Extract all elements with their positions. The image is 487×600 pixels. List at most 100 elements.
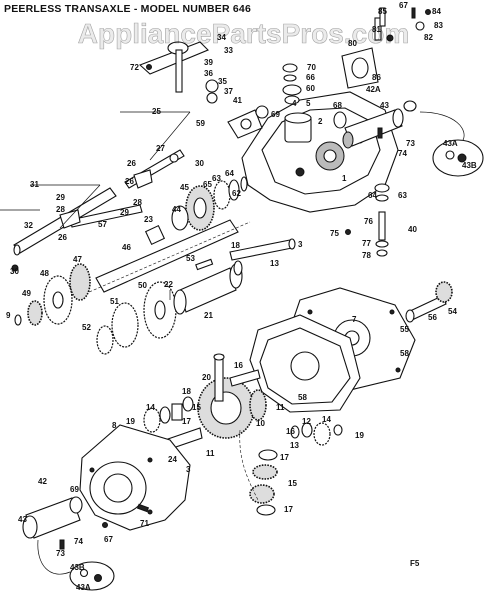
callout-44: 44 <box>172 205 181 214</box>
gear-49 <box>27 300 43 326</box>
callout-36: 36 <box>204 69 213 78</box>
callout-8: 8 <box>112 421 117 430</box>
callout-50: 50 <box>138 281 147 290</box>
callout-58b: 58 <box>298 393 307 402</box>
callout-67b: 67 <box>104 535 113 544</box>
callout-48: 48 <box>40 269 49 278</box>
callout-11b: 11 <box>206 449 215 458</box>
callout-18b: 18 <box>182 387 191 396</box>
callout-34: 34 <box>217 33 226 42</box>
callout-19b: 19 <box>355 431 364 440</box>
pin-set-top <box>379 7 431 31</box>
bushing-23 <box>144 224 166 246</box>
callout-62: 62 <box>232 189 241 198</box>
callout-73b: 73 <box>56 549 65 558</box>
callout-43B-top: 43B <box>462 161 477 170</box>
gear-50 <box>143 281 177 339</box>
plug-washer-stack <box>282 63 302 105</box>
callout-18: 18 <box>231 241 240 250</box>
callout-84: 84 <box>432 7 441 16</box>
callout-13: 13 <box>270 259 279 268</box>
callout-45: 45 <box>180 183 189 192</box>
callout-26: 26 <box>127 159 136 168</box>
callout-27: 27 <box>156 144 165 153</box>
callout-16: 16 <box>234 361 243 370</box>
callout-85: 85 <box>378 7 387 16</box>
shift-arm-assembly <box>138 41 219 104</box>
callout-74: 74 <box>398 149 407 158</box>
gear-47 <box>69 263 91 301</box>
callout-43A-bot: 43A <box>76 583 91 592</box>
leader-lines <box>0 111 191 300</box>
callout-14b: 14 <box>322 415 331 424</box>
callout-17: 17 <box>182 417 191 426</box>
bracket-plate <box>227 105 269 139</box>
callout-42: 42 <box>38 477 47 486</box>
shift-rod-assembly <box>11 149 185 272</box>
callout-20: 20 <box>202 373 211 382</box>
callout-82: 82 <box>424 33 433 42</box>
callout-47: 47 <box>73 255 82 264</box>
callout-63: 63 <box>212 174 221 183</box>
callout-17c: 17 <box>284 505 293 514</box>
callout-42A: 42A <box>366 85 381 94</box>
key-53 <box>195 258 214 271</box>
callout-labels: 85 67 84 83 82 34 33 72 39 36 35 37 59 4… <box>6 1 477 592</box>
callout-71: 71 <box>140 519 149 528</box>
callout-9: 9 <box>6 311 11 320</box>
callout-43: 43 <box>380 101 389 110</box>
callout-81: 81 <box>372 25 381 34</box>
callout-49: 49 <box>22 289 31 298</box>
callout-78: 78 <box>362 251 371 260</box>
callout-43B-bot: 43B <box>70 563 85 572</box>
callout-86: 86 <box>372 73 381 82</box>
splined-shaft <box>79 219 251 297</box>
washer-9 <box>14 314 22 326</box>
callout-43A-top: 43A <box>443 139 458 148</box>
output-shaft-right <box>405 281 453 323</box>
callout-37: 37 <box>224 87 233 96</box>
callout-21: 21 <box>204 311 213 320</box>
callout-25: 25 <box>152 107 161 116</box>
callout-14: 14 <box>146 403 155 412</box>
shaft-16-20 <box>213 353 261 402</box>
callout-74b: 74 <box>74 537 83 546</box>
callout-1: 1 <box>342 174 347 183</box>
collar-44 <box>171 205 189 231</box>
callout-43b: 43 <box>18 515 27 524</box>
callout-58: 58 <box>400 349 409 358</box>
callout-66: 66 <box>306 73 315 82</box>
callout-56: 56 <box>428 313 437 322</box>
gear-48 <box>43 275 73 325</box>
callout-72: 72 <box>130 63 139 72</box>
page-mark: F5 <box>410 559 420 568</box>
shift-fork-plate <box>341 17 394 89</box>
callout-29: 29 <box>56 193 65 202</box>
callout-7: 7 <box>352 315 357 324</box>
callout-23: 23 <box>144 215 153 224</box>
callout-77: 77 <box>362 239 371 248</box>
callout-53: 53 <box>186 254 195 263</box>
callout-41: 41 <box>233 96 242 105</box>
callout-10: 10 <box>256 419 265 428</box>
callout-31: 31 <box>30 180 39 189</box>
callout-46: 46 <box>122 243 131 252</box>
main-case-top <box>241 91 399 213</box>
callout-16b: 16 <box>286 427 295 436</box>
planet-gears-15-17 <box>239 429 278 516</box>
lower-case-half <box>79 424 191 531</box>
callout-54: 54 <box>448 307 457 316</box>
callout-30-a: 30 <box>195 159 204 168</box>
differential-ring <box>197 377 267 439</box>
callout-64b: 64 <box>368 191 377 200</box>
callout-67: 67 <box>399 1 408 10</box>
spacer-21-22 <box>173 263 243 315</box>
callout-28: 28 <box>56 205 65 214</box>
callout-13b: 13 <box>290 441 299 450</box>
callout-24: 24 <box>168 455 177 464</box>
callout-26c: 26 <box>58 233 67 242</box>
axle-stub-lower <box>22 496 108 550</box>
bushing-inset-top <box>419 111 484 177</box>
